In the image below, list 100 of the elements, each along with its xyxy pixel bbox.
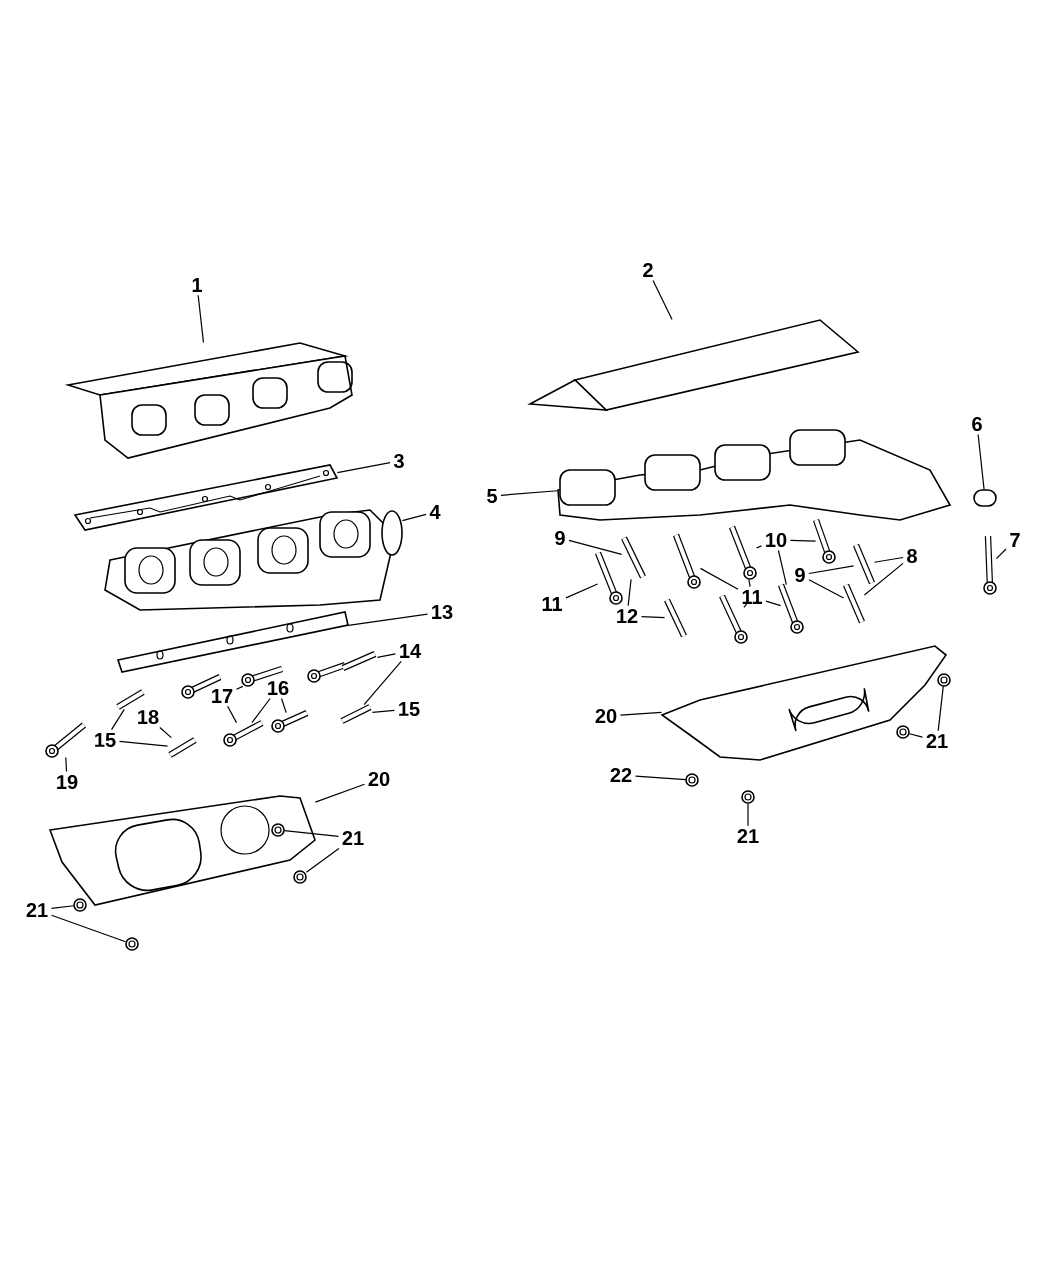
leader-line xyxy=(227,705,238,724)
leader-line xyxy=(627,578,632,607)
leader-line xyxy=(747,802,749,827)
leader-line xyxy=(873,556,904,563)
leader-line xyxy=(305,847,340,873)
leader-line xyxy=(235,685,244,690)
leader-line xyxy=(118,740,169,747)
clip xyxy=(973,489,997,507)
leader-line xyxy=(376,653,397,658)
leader-line xyxy=(748,578,751,588)
callout-number: 16 xyxy=(268,680,289,696)
callout-number: 14 xyxy=(400,644,421,658)
leader-line xyxy=(280,697,287,714)
callout-number: 15 xyxy=(399,702,420,716)
nut xyxy=(73,898,87,912)
leader-line xyxy=(500,490,559,496)
nut xyxy=(896,725,910,739)
callout-number: 21 xyxy=(26,903,48,917)
leader-line xyxy=(251,697,271,724)
bolt xyxy=(813,518,836,564)
exhaust-manifold xyxy=(104,509,403,611)
leader-line xyxy=(808,565,855,575)
leader-line xyxy=(634,775,687,781)
leader-line xyxy=(363,660,402,706)
bolt xyxy=(45,722,87,758)
callout-number: 10 xyxy=(766,532,787,548)
callout-number: 20 xyxy=(595,708,617,724)
callout-number: 4 xyxy=(429,505,441,519)
bolt xyxy=(271,710,309,733)
callout-number: 11 xyxy=(742,590,763,604)
leader-line xyxy=(314,783,366,803)
bolt xyxy=(729,525,757,580)
callout-number: 2 xyxy=(643,263,653,277)
callout-number: 15 xyxy=(95,733,116,747)
leader-line xyxy=(110,708,125,731)
stud xyxy=(843,583,865,624)
stud xyxy=(341,651,377,671)
callout-number: 13 xyxy=(432,604,453,620)
leader-line xyxy=(937,685,944,732)
callout-number: 1 xyxy=(192,278,202,292)
leader-line xyxy=(652,279,673,321)
stud xyxy=(168,737,197,758)
leader-line xyxy=(640,616,666,619)
leader-line xyxy=(197,294,205,344)
callout-number: 12 xyxy=(617,609,638,623)
leader-line xyxy=(808,579,845,599)
callout-number: 8 xyxy=(907,548,917,564)
nut xyxy=(125,937,139,951)
leader-line xyxy=(336,462,391,474)
exhaust-manifold xyxy=(557,429,952,521)
bolt xyxy=(778,583,804,634)
callout-number: 17 xyxy=(212,689,233,703)
leader-line xyxy=(789,539,817,542)
callout-number: 9 xyxy=(795,567,805,583)
callout-number: 21 xyxy=(342,831,364,845)
callout-number: 6 xyxy=(972,416,982,432)
leader-line xyxy=(568,539,623,555)
callout-number: 20 xyxy=(368,771,390,787)
bolt xyxy=(673,533,701,589)
stud xyxy=(664,598,687,638)
bolt xyxy=(223,720,264,747)
callout-number: 5 xyxy=(487,489,497,503)
callout-number: 11 xyxy=(542,597,562,611)
leader-line xyxy=(283,830,340,838)
stud xyxy=(116,689,145,710)
stud xyxy=(340,704,372,724)
callout-number: 22 xyxy=(610,768,632,782)
leader-line xyxy=(50,914,127,943)
nut xyxy=(937,673,951,687)
leader-line xyxy=(159,726,172,739)
bolt xyxy=(595,551,623,605)
leader-line xyxy=(743,602,748,608)
leader-line xyxy=(765,600,782,607)
leader-line xyxy=(565,583,599,599)
leader-line xyxy=(371,709,396,714)
leader-line xyxy=(777,549,787,586)
callout-number: 21 xyxy=(737,829,759,843)
callout-number: 18 xyxy=(138,709,159,725)
leader-line xyxy=(347,613,429,627)
leader-line xyxy=(995,548,1007,560)
leader-line xyxy=(908,733,924,738)
callout-number: 3 xyxy=(393,453,404,469)
stud xyxy=(621,536,646,579)
nut xyxy=(293,870,307,884)
callout-number: 19 xyxy=(57,774,78,790)
leader-line xyxy=(50,905,75,909)
leader-line xyxy=(401,513,427,522)
stud xyxy=(853,543,875,585)
leader-line xyxy=(977,433,985,491)
leader-line xyxy=(755,545,763,549)
callout-number: 21 xyxy=(926,734,948,748)
bolt xyxy=(983,535,997,595)
nut xyxy=(741,790,755,804)
leader-line xyxy=(65,756,68,773)
leader-line xyxy=(863,562,904,596)
callout-number: 9 xyxy=(555,530,565,546)
leader-line xyxy=(619,711,663,716)
callout-number: 7 xyxy=(1010,533,1020,547)
nut xyxy=(685,773,699,787)
leader-line xyxy=(699,567,739,590)
